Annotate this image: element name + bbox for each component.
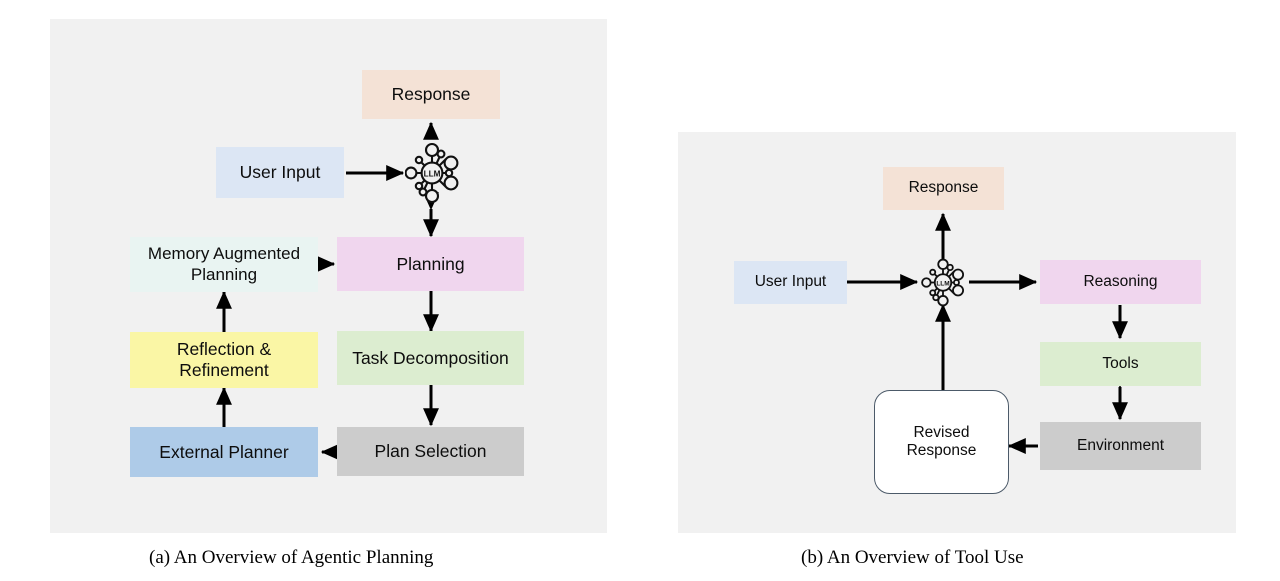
node-reflection-refinement-a[interactable]: Reflection & Refinement	[130, 332, 318, 388]
llm-icon-label: LLM	[936, 280, 949, 287]
node-planning-a[interactable]: Planning	[337, 237, 524, 291]
node-response-b[interactable]: Response	[883, 167, 1004, 210]
node-label: Response	[391, 84, 471, 105]
node-label: Planning	[396, 253, 465, 274]
node-memory-augmented-planning-a[interactable]: Memory Augmented Planning	[130, 237, 318, 292]
llm-icon-label: LLM	[424, 170, 441, 179]
node-label: User Input	[239, 162, 321, 183]
node-external-planner-a[interactable]: External Planner	[130, 427, 318, 477]
caption-panel-a: (a) An Overview of Agentic Planning	[149, 547, 434, 568]
node-plan-selection-a[interactable]: Plan Selection	[337, 427, 524, 476]
node-user-input-a[interactable]: User Input	[216, 147, 344, 198]
node-response-a[interactable]: Response	[362, 70, 500, 119]
node-tools-b[interactable]: Tools	[1040, 342, 1201, 386]
caption-panel-b: (b) An Overview of Tool Use	[801, 547, 1024, 568]
node-label: User Input	[754, 273, 827, 291]
node-label: Tools	[1102, 354, 1139, 372]
node-label: Reflection & Refinement	[176, 339, 272, 380]
node-label: Plan Selection	[374, 441, 487, 462]
node-task-decomposition-a[interactable]: Task Decomposition	[337, 331, 524, 385]
node-label: Response	[908, 179, 979, 197]
node-label: Task Decomposition	[352, 347, 509, 368]
node-revised-response-b[interactable]: Revised Response	[874, 390, 1009, 494]
node-label: External Planner	[159, 441, 289, 462]
node-label: Memory Augmented Planning	[147, 244, 301, 284]
node-user-input-b[interactable]: User Input	[734, 261, 847, 304]
llm-network-icon-a: LLM	[404, 137, 459, 209]
node-label: Environment	[1076, 436, 1164, 454]
node-environment-b[interactable]: Environment	[1040, 422, 1201, 470]
node-label: Reasoning	[1083, 272, 1158, 290]
node-reasoning-b[interactable]: Reasoning	[1040, 260, 1201, 304]
llm-network-icon-b: LLM	[917, 254, 969, 311]
node-label: Revised Response	[906, 423, 977, 459]
